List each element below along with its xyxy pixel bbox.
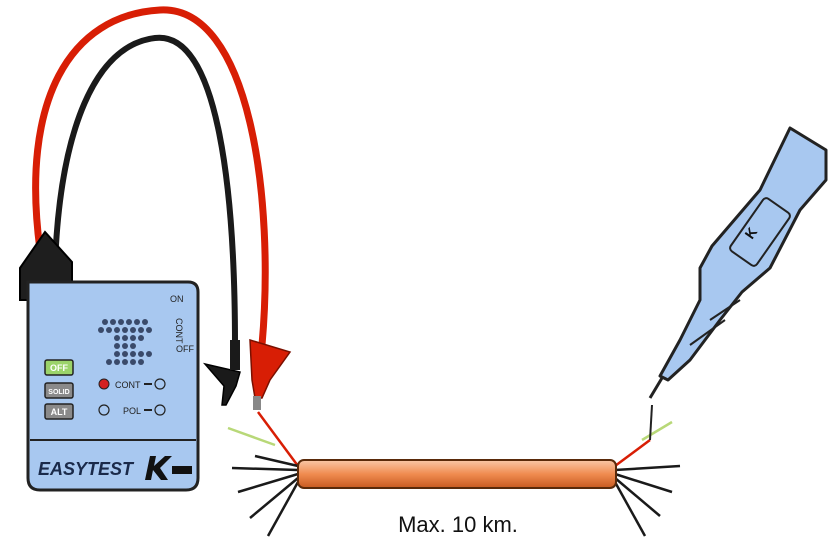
probe-wire (649, 404, 653, 441)
alligator-clips (202, 338, 292, 410)
black-test-lead (52, 34, 238, 348)
easytest-device: ON CONT OFF OFF SOLID ALT CONT POL EASYT… (19, 230, 200, 492)
pol-led (98, 404, 110, 416)
cable (297, 459, 617, 489)
probe-window (729, 197, 791, 267)
alt-button[interactable] (44, 403, 74, 420)
switch-label-cont: CONT (174, 318, 184, 344)
device-brand: EASYTEST (38, 459, 135, 479)
green-wire-right (641, 420, 673, 442)
device-body (26, 280, 200, 492)
solid-button[interactable] (44, 382, 74, 399)
cable-length-label: Max. 10 km. (398, 512, 518, 537)
black-clip (202, 340, 241, 406)
switch-labels: ON CONT OFF (170, 294, 194, 354)
cont-led (98, 378, 110, 390)
wire-fan-right (613, 464, 681, 537)
indicators: CONT POL (98, 378, 166, 416)
red-test-lead (32, 6, 269, 349)
pol-indicator-label: POL (123, 406, 141, 416)
mode-buttons: OFF SOLID ALT (44, 359, 74, 420)
alt-button-label: ALT (51, 407, 68, 417)
probe-tip (648, 377, 664, 399)
switch-label-off: OFF (176, 344, 194, 354)
red-wire-left (256, 411, 300, 467)
cont-indicator-ring (154, 378, 166, 390)
solid-button-label: SOLID (48, 389, 69, 396)
connection-wires (227, 404, 673, 468)
off-button-label: OFF (50, 363, 68, 373)
switch-label-on: ON (170, 294, 184, 304)
red-wire-right (614, 438, 651, 468)
probe: K (648, 126, 828, 399)
speaker-grille (98, 319, 152, 365)
probe-seam (709, 299, 741, 321)
wire-fan-left (231, 454, 300, 537)
green-wire-left (227, 426, 276, 447)
red-clip (249, 338, 292, 410)
pol-indicator-ring (154, 404, 166, 416)
cable-body (297, 459, 617, 489)
brand-logo (145, 456, 192, 480)
test-leads (32, 6, 269, 349)
cont-indicator-label: CONT (115, 380, 141, 390)
off-button[interactable] (44, 359, 74, 376)
probe-seam-2 (689, 319, 726, 346)
